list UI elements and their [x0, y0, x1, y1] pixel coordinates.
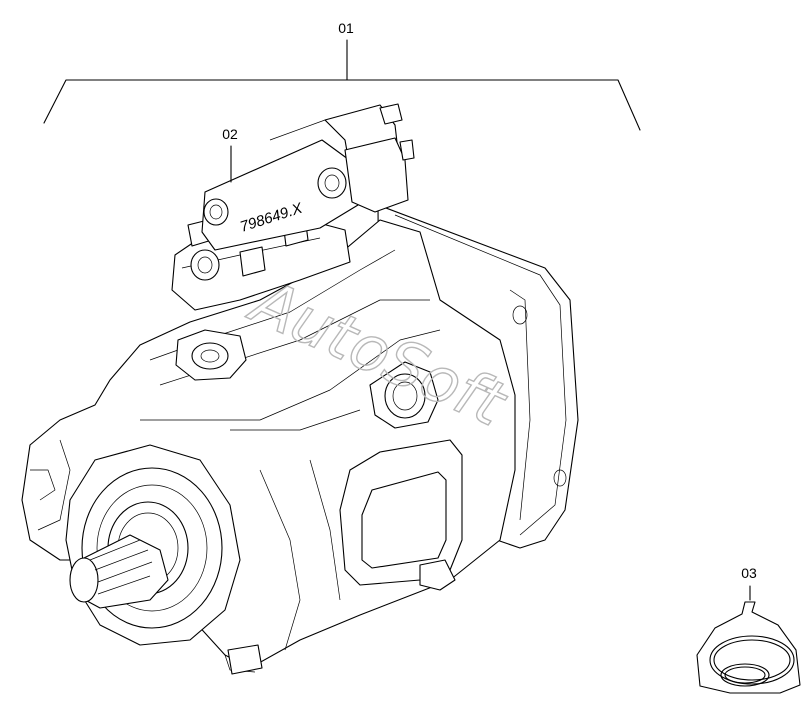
regulator-valve: 798649.X [171, 103, 415, 311]
callout-label-regulator: 02 [222, 126, 238, 142]
solenoid-lower [344, 137, 409, 213]
callout-seal-kit[interactable]: 03 [696, 565, 801, 694]
callout-assembly[interactable]: 01 [43, 20, 641, 131]
large-o-ring-icon [709, 635, 795, 685]
callout-regulator[interactable]: 02 [222, 126, 238, 183]
small-o-ring-icon [720, 663, 770, 687]
callout-label-seal-kit: 03 [741, 565, 757, 581]
assembly-bracket-line [43, 39, 641, 131]
seal-kit-bag [696, 601, 801, 694]
regulator-spool-body [201, 139, 359, 251]
pump-assembly-drawing: 798649.X [21, 103, 579, 675]
callout-label-assembly: 01 [338, 20, 354, 36]
name-plate [361, 471, 447, 569]
